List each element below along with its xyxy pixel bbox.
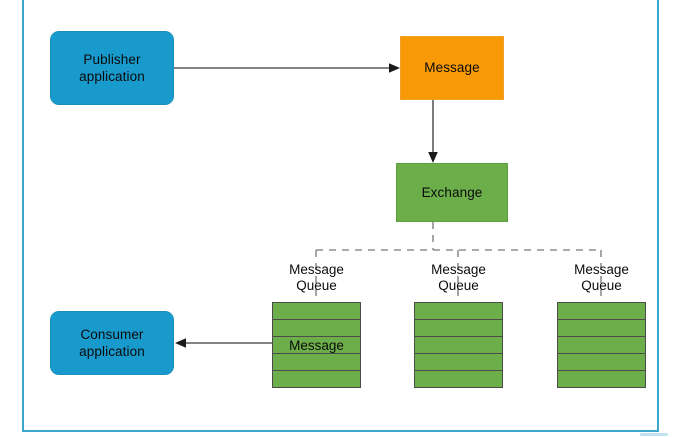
message-queue-3[interactable]: Message Queue	[557, 262, 646, 388]
message-queue-2[interactable]: Message Queue	[414, 262, 503, 388]
queue-2-cell-5[interactable]	[415, 371, 502, 388]
node-message[interactable]: Message	[400, 36, 504, 100]
queue-2-cell-3[interactable]	[415, 337, 502, 354]
connector-queue-to-consumer	[175, 338, 272, 348]
queue-3-cell-4[interactable]	[558, 354, 645, 371]
node-exchange-label: Exchange	[421, 184, 483, 200]
message-queue-2-stack[interactable]	[414, 302, 503, 388]
queue-3-cell-5[interactable]	[558, 371, 645, 388]
queue-2-cell-2[interactable]	[415, 320, 502, 337]
node-publisher-application[interactable]: Publisher application	[50, 31, 174, 105]
connector-message-to-exchange	[428, 100, 438, 163]
node-message-label: Message	[424, 60, 480, 76]
queue-2-cell-4[interactable]	[415, 354, 502, 371]
queue-3-cell-2[interactable]	[558, 320, 645, 337]
queue-3-cell-1[interactable]	[558, 303, 645, 320]
queue-1-cell-3[interactable]: Message	[273, 337, 360, 354]
queue-1-cell-2[interactable]	[273, 320, 360, 337]
node-consumer-application-label: Consumer application	[79, 326, 145, 359]
connector-publisher-to-message	[174, 63, 400, 73]
message-queue-2-label: Message Queue	[431, 262, 486, 294]
node-consumer-application[interactable]: Consumer application	[50, 311, 174, 375]
queue-1-cell-1[interactable]	[273, 303, 360, 320]
message-queue-1-stack[interactable]: Message	[272, 302, 361, 388]
message-queue-3-label: Message Queue	[574, 262, 629, 294]
queue-3-cell-3[interactable]	[558, 337, 645, 354]
message-queue-1[interactable]: Message Queue Message	[272, 262, 361, 388]
queue-1-cell-5[interactable]	[273, 371, 360, 388]
node-exchange[interactable]: Exchange	[396, 163, 508, 222]
node-publisher-application-label: Publisher application	[79, 51, 145, 84]
queue-1-cell-4[interactable]	[273, 354, 360, 371]
message-queue-1-label: Message Queue	[289, 262, 344, 294]
queue-2-cell-1[interactable]	[415, 303, 502, 320]
scroll-indicator	[640, 433, 668, 436]
message-queue-3-stack[interactable]	[557, 302, 646, 388]
